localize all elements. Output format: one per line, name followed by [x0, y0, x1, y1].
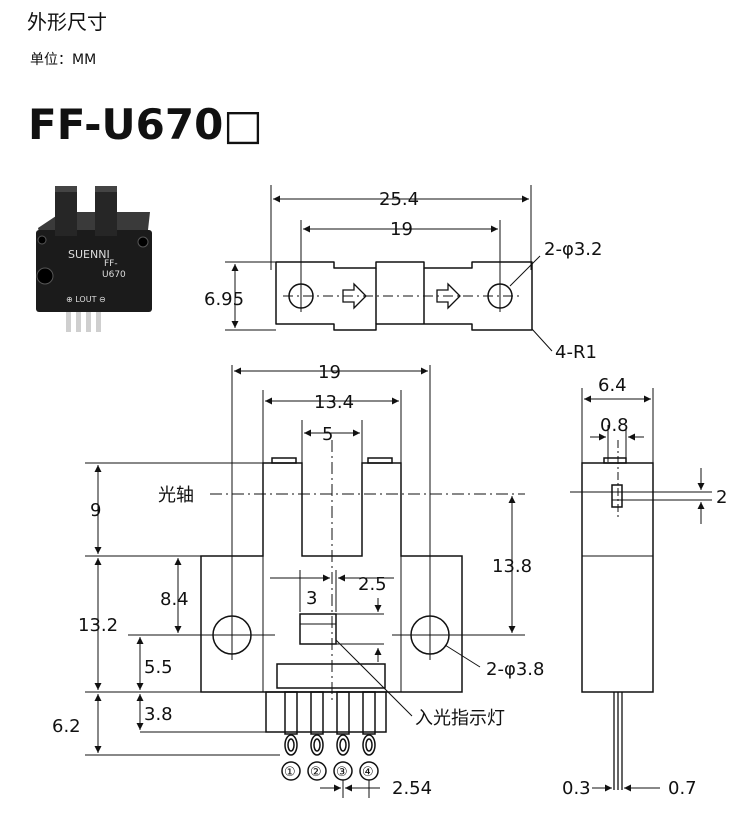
dim-front-inner: 13.4 [314, 392, 354, 413]
dim-top-height: 6.95 [204, 289, 244, 310]
front-view-centerlines [128, 365, 525, 700]
photo-brand: SUENNI [68, 248, 110, 261]
dim-overall: 25.4 [379, 189, 419, 210]
unit-label: 单位：MM [30, 52, 97, 68]
photo-pin-label: ⊕ LOUT ⊖ [66, 295, 106, 304]
photo-model-1: FF- [104, 259, 118, 269]
dim-8-4: 8.4 [160, 589, 189, 610]
top-view-dimensions [225, 185, 553, 352]
pin-label-4: ④ [362, 765, 374, 780]
pin-label-2: ② [310, 765, 322, 780]
dim-0-3: 0.3 [562, 778, 591, 799]
dim-front-hole-dia: 2-φ3.8 [486, 659, 544, 680]
pin-label-3: ③ [336, 765, 348, 780]
dim-6-2: 6.2 [52, 716, 81, 737]
dim-radius: 4-R1 [555, 342, 597, 363]
dim-2-5: 2.5 [358, 574, 387, 595]
dim-9: 9 [90, 500, 101, 521]
model-title: FF-U670□ [28, 100, 263, 149]
dim-5-5: 5.5 [144, 657, 173, 678]
side-view [581, 440, 654, 790]
dim-3-8: 3.8 [144, 704, 173, 725]
sensor-photo: SUENNI FF- U670 ⊕ LOUT ⊖ [36, 186, 152, 332]
photo-model-2: U670 [102, 270, 126, 280]
side-view-dimensions [570, 388, 712, 792]
dim-slot: 5 [322, 424, 333, 445]
dim-front-width: 19 [318, 362, 341, 383]
dim-0-8: 0.8 [600, 415, 629, 436]
label-indicator: 入光指示灯 [415, 708, 505, 729]
dim-hole-spacing: 19 [390, 219, 413, 240]
dim-13-2: 13.2 [78, 615, 118, 636]
dim-pitch: 2.54 [392, 778, 432, 799]
dim-3: 3 [306, 588, 317, 609]
dim-13-8: 13.8 [492, 556, 532, 577]
dim-0-7: 0.7 [668, 778, 697, 799]
pin-label-1: ① [284, 765, 296, 780]
dim-2: 2 [716, 487, 727, 508]
dim-side-width: 6.4 [598, 375, 627, 396]
front-view-dimensions [85, 367, 516, 798]
section-title: 外形尺寸 [27, 10, 107, 34]
label-optical-axis: 光轴 [158, 485, 194, 506]
dim-top-hole-dia: 2-φ3.2 [544, 239, 602, 260]
top-view [275, 261, 533, 331]
